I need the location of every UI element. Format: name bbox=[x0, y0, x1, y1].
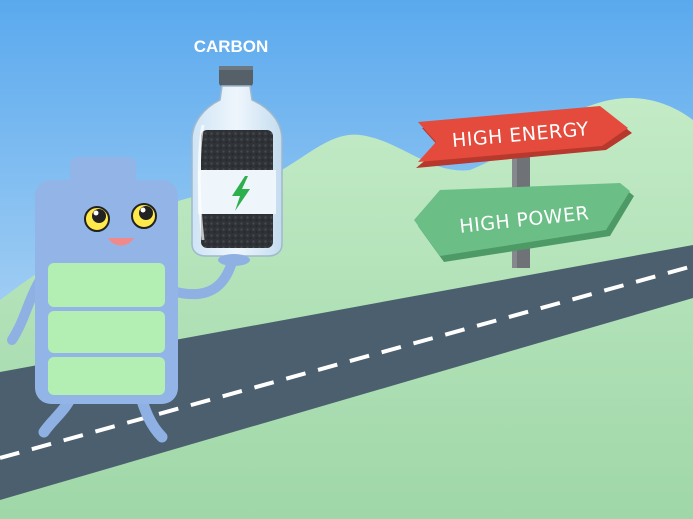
battery-face bbox=[84, 203, 157, 246]
sign-high-energy: HIGH ENERGY bbox=[416, 106, 632, 168]
battery-hand bbox=[218, 254, 250, 266]
mouth bbox=[108, 238, 134, 246]
battery-charge-cell-2 bbox=[48, 311, 165, 353]
bottle-cap bbox=[219, 66, 253, 86]
carbon-bottle: CARBON bbox=[191, 37, 283, 266]
signpost: HIGH ENERGY HIGH POWER bbox=[414, 106, 634, 268]
sign-high-power: HIGH POWER bbox=[414, 183, 634, 262]
battery-charge-cell-1 bbox=[48, 263, 165, 307]
lightning-bolt-icon bbox=[232, 176, 250, 211]
carbon-label: CARBON bbox=[194, 37, 269, 56]
battery-character bbox=[7, 157, 237, 443]
road-center-line bbox=[0, 264, 693, 460]
road bbox=[0, 245, 693, 500]
battery-right-arm bbox=[171, 257, 237, 300]
battery-terminal bbox=[70, 157, 136, 187]
battery-charge-cell-3 bbox=[48, 357, 165, 395]
